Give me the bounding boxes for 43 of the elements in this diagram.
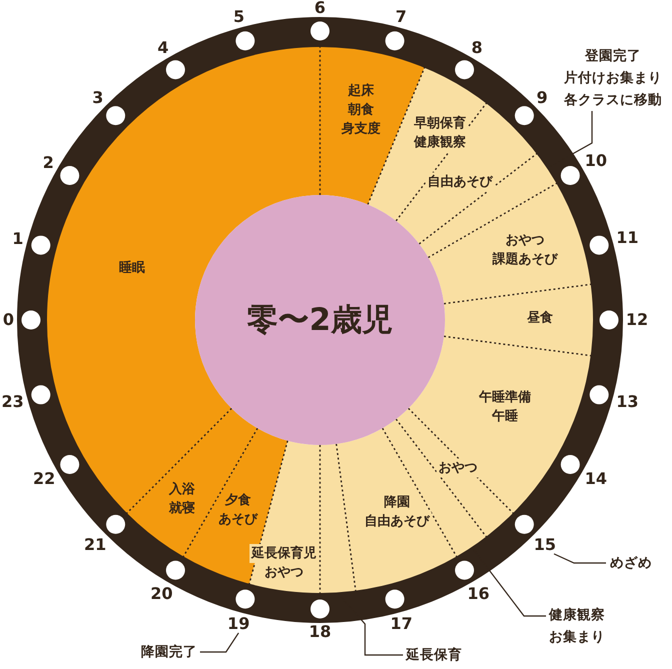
hour-number: 7 [396,8,407,26]
hour-number: 9 [536,88,548,107]
hour-number: 23 [2,393,24,412]
activity-label: 自由あそび [426,172,494,192]
activity-label: 課題あそび [490,250,560,269]
hour-number: 17 [390,614,413,633]
hour-number: 18 [308,623,332,641]
leader-line [554,553,606,564]
hour-number: 13 [616,393,638,412]
activity-label: 健康観察 [412,133,468,152]
hour-number: 2 [42,154,54,172]
activity-label: あそび [216,510,260,529]
callout-text: お集まり [549,628,605,647]
activity-label: 早朝保育 [412,114,468,133]
hour-number: 21 [84,536,106,554]
hour-number: 19 [227,614,250,633]
hour-number: 10 [584,152,607,170]
hour-number: 12 [626,311,648,329]
callout-text: めざめ [610,554,652,573]
activity-label: おやつ [436,458,480,478]
hour-number: 20 [150,585,173,604]
callout-text: 健康観察 [549,606,605,625]
hour-number: 16 [467,585,490,604]
leader-line [200,632,240,653]
hour-number: 0 [2,311,14,329]
hour-number: 5 [233,8,244,26]
hour-number: 6 [314,0,326,17]
callout-text: 降園完了 [141,643,197,662]
activity-label: 自由あそび [362,512,432,531]
hour-number: 11 [616,228,638,247]
hour-number: 22 [33,470,56,488]
age-group-title: 零〜2歳児 [247,301,393,340]
callout-text: 各クラスに移動 [564,91,662,110]
activity-label: 延長保育児 [250,544,318,563]
hour-number: 4 [157,39,169,58]
callout-text: 登園完了 [585,47,641,66]
hour-number: 3 [92,88,104,107]
callout-text: 延長保育 [406,646,462,665]
hour-number: 1 [12,230,24,248]
hour-number: 14 [584,470,607,488]
hour-number: 8 [471,39,483,58]
hour-number: 15 [534,536,556,554]
callout-text: 片付けお集まり [564,69,662,88]
